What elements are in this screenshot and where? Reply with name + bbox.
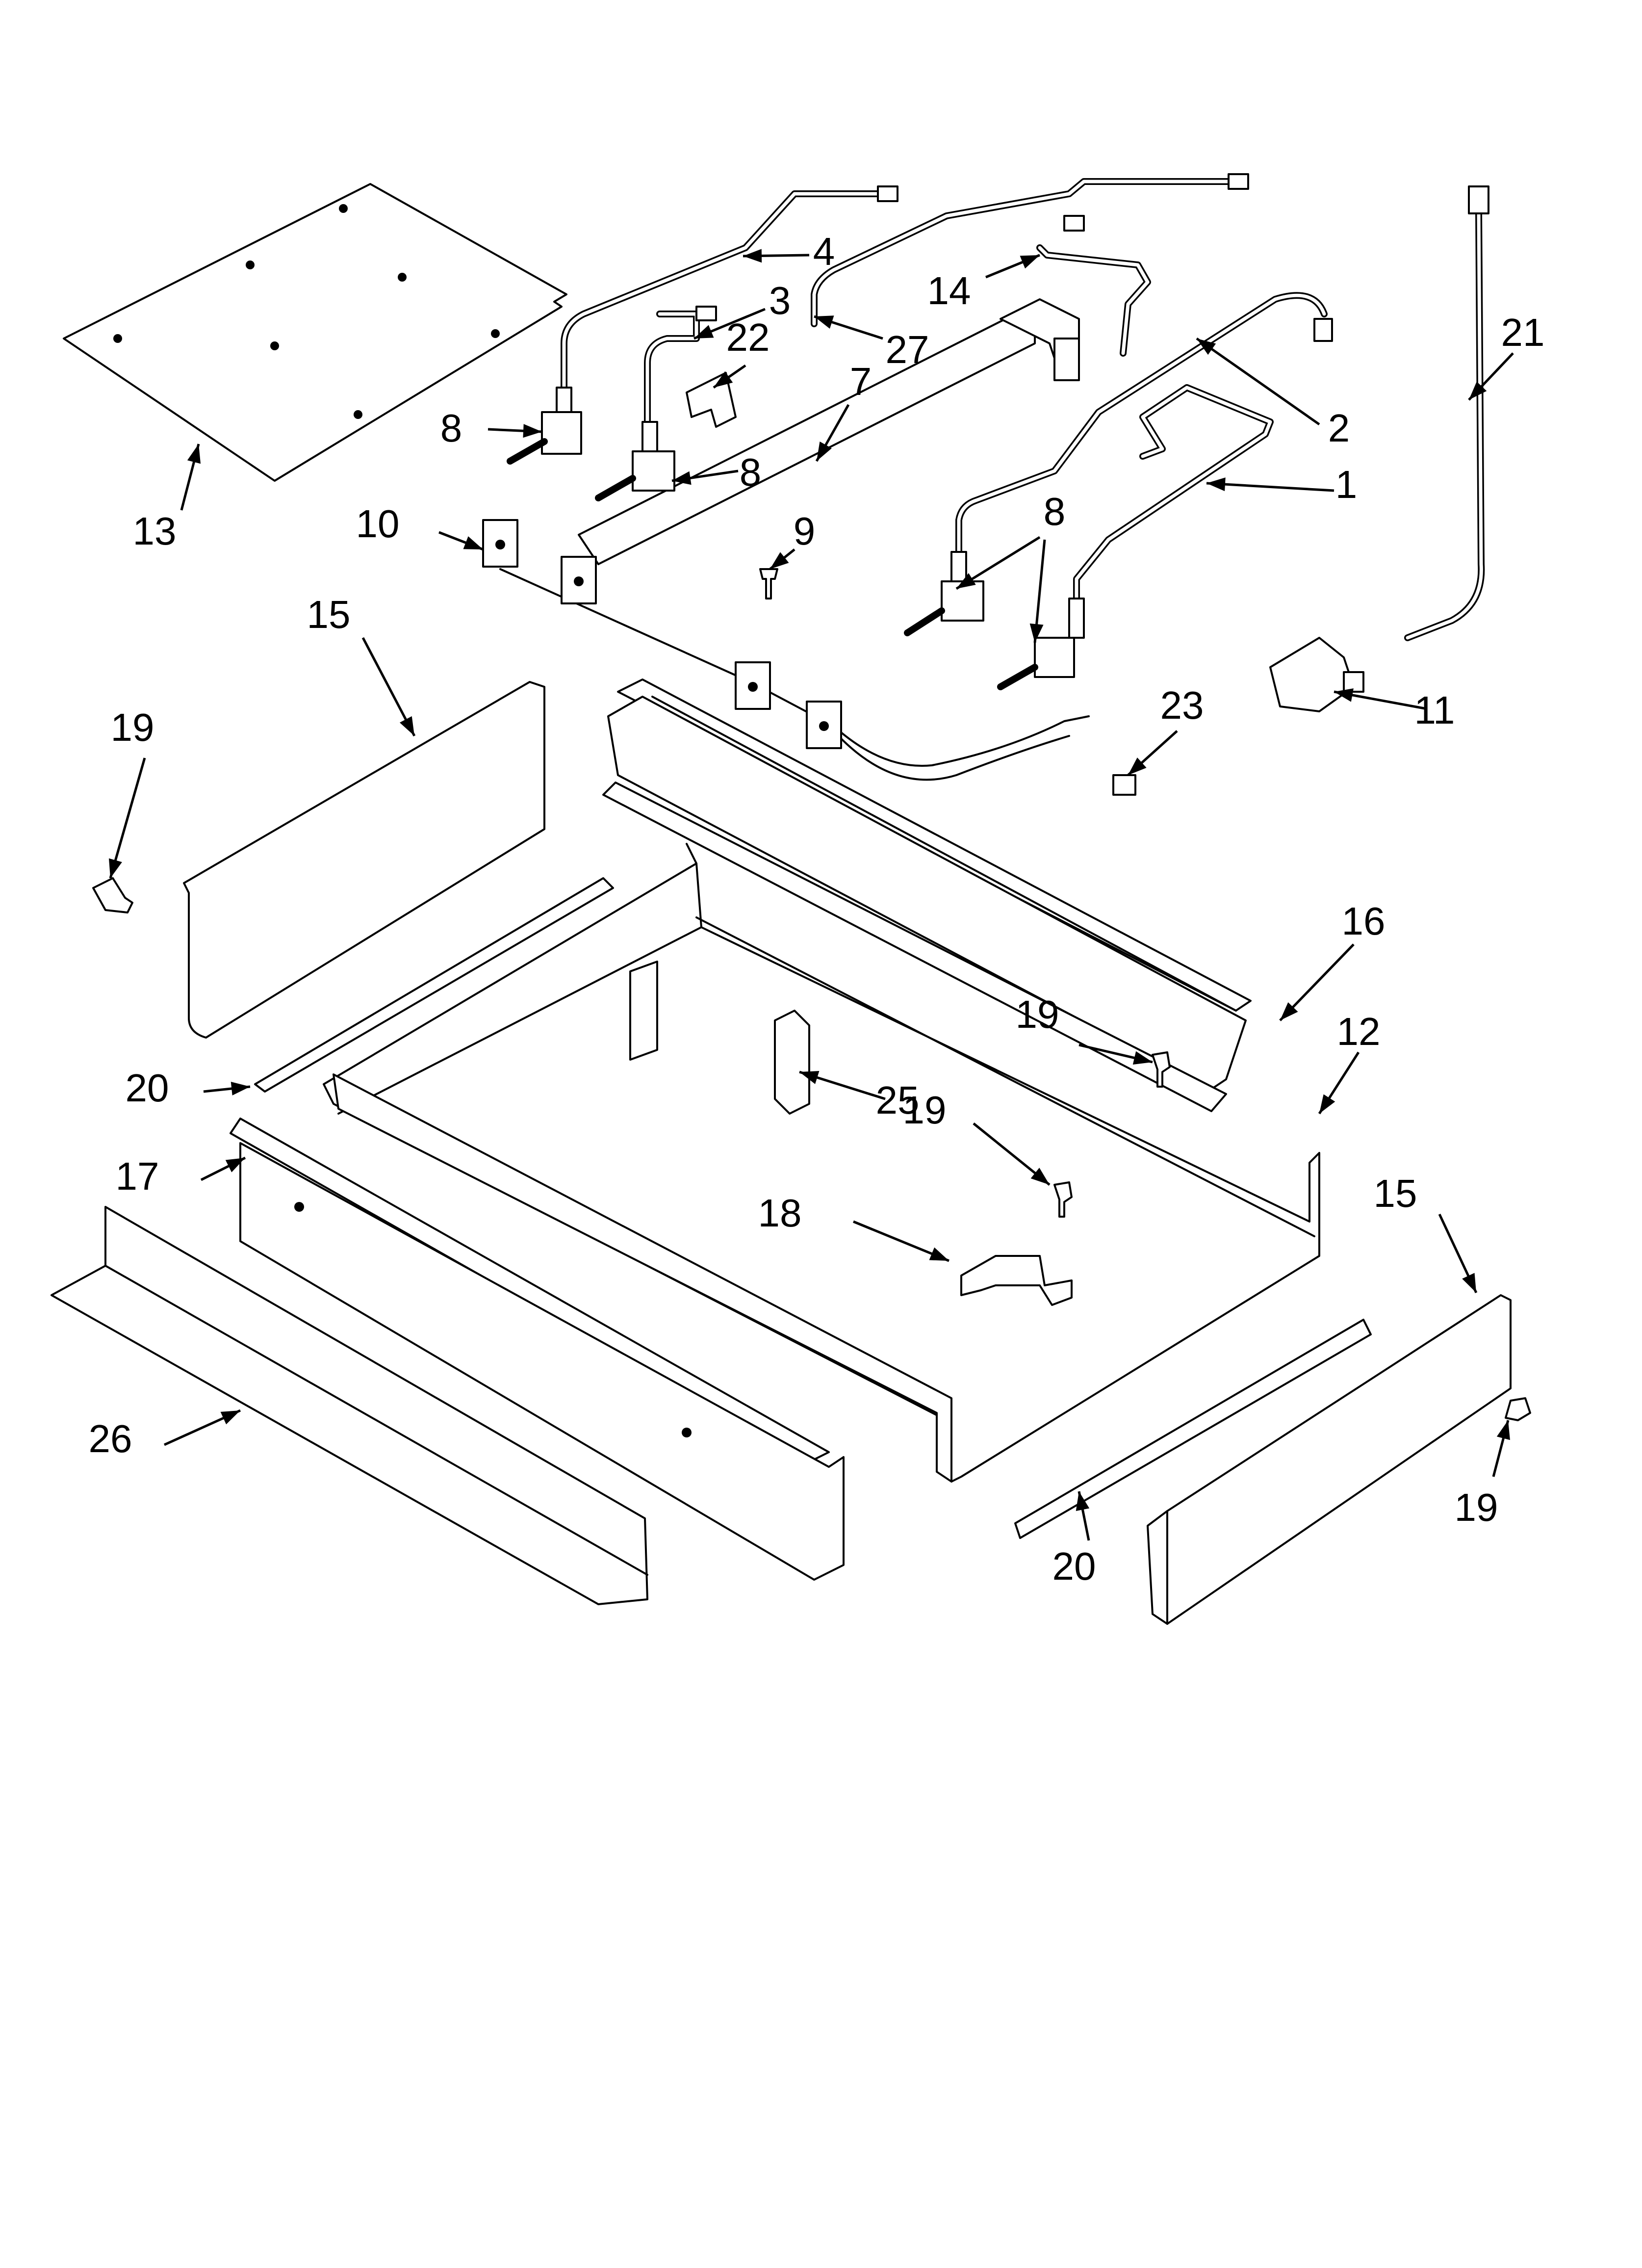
- callout-label-c8b: 8: [740, 450, 762, 494]
- arrowhead-c20b: [1076, 1491, 1090, 1512]
- leader-line-c1: [1206, 482, 1334, 492]
- callout-label-c27: 27: [886, 328, 929, 371]
- part-25-plate: [629, 961, 658, 1061]
- arrowhead-c16: [1280, 1002, 1298, 1020]
- part-17-front-rail: [230, 1118, 845, 1581]
- arrowhead-c9: [770, 552, 789, 569]
- callout-label-c12: 12: [1337, 1010, 1381, 1053]
- arrowhead-c1: [1206, 477, 1226, 492]
- callout-label-c15b: 15: [1374, 1172, 1417, 1215]
- callout-label-c19a: 19: [111, 705, 154, 749]
- part-9-screw: [759, 568, 778, 600]
- part-15-side-panels: [183, 681, 1512, 1625]
- callout-label-c9: 9: [794, 509, 816, 553]
- arrowhead-c12: [1319, 1094, 1335, 1114]
- arrowhead-c19c: [1030, 1168, 1050, 1185]
- arrowhead-c8a: [523, 424, 542, 438]
- arrowhead-c13: [187, 444, 201, 464]
- arrowhead-c27: [814, 315, 834, 329]
- callout-label-c2: 2: [1328, 406, 1350, 450]
- callout-label-c14: 14: [927, 269, 971, 313]
- arrowhead-c15b: [1462, 1273, 1476, 1293]
- callout-label-c4: 4: [813, 230, 835, 273]
- callout-label-c22: 22: [726, 315, 770, 359]
- callouts: 1234788889101112131415151617181919191920…: [89, 230, 1545, 1588]
- arrowhead-c23: [1128, 757, 1147, 775]
- callout-label-c11: 11: [1414, 688, 1455, 732]
- arrowhead-c21: [1469, 381, 1487, 400]
- part-23-fitting: [1112, 774, 1136, 796]
- arrowhead-c17: [225, 1158, 245, 1173]
- arrowhead-c4: [743, 249, 762, 263]
- callout-label-c25: 25: [876, 1078, 920, 1122]
- gas-tubes: [561, 173, 1489, 641]
- callout-label-c26: 26: [89, 1417, 132, 1460]
- callout-label-c17: 17: [116, 1154, 159, 1198]
- part-25-bracket: [774, 1010, 810, 1115]
- part-16-burner-box: [602, 678, 1252, 1112]
- part-10-switches: [482, 519, 1090, 781]
- arrowhead-c2: [1197, 339, 1216, 355]
- callout-label-c19c: 19: [903, 1088, 947, 1132]
- callout-label-c18: 18: [758, 1191, 802, 1235]
- part-19-screws: [92, 877, 1531, 1421]
- arrowhead-c22: [714, 371, 733, 388]
- callout-label-c20a: 20: [126, 1066, 169, 1110]
- callout-label-c20b: 20: [1052, 1544, 1096, 1588]
- callout-label-c7: 7: [850, 360, 872, 403]
- arrowhead-c8c: [956, 573, 976, 589]
- leader-line-c19a: [109, 757, 146, 879]
- leader-line-c2: [1196, 337, 1320, 426]
- callout-label-c8d: 8: [1044, 490, 1066, 533]
- part-12-chassis: [323, 843, 1320, 1483]
- arrowhead-c7: [817, 442, 832, 461]
- callout-label-c21: 21: [1501, 311, 1545, 354]
- callout-label-c8a: 8: [440, 406, 462, 450]
- callout-label-c3: 3: [769, 279, 791, 322]
- part-13-sheet: [63, 183, 567, 482]
- arrowhead-c19b: [1132, 1051, 1153, 1065]
- arrowhead-c8d: [1029, 623, 1044, 643]
- callout-label-c16: 16: [1342, 899, 1385, 943]
- arrowhead-c26: [220, 1410, 240, 1425]
- arrowhead-c11: [1334, 688, 1354, 702]
- part-20-strips: [254, 877, 1372, 1539]
- callout-label-c19b: 19: [1016, 992, 1059, 1036]
- arrowhead-c8b: [672, 471, 692, 485]
- callout-label-c19d: 19: [1455, 1486, 1498, 1529]
- arrowhead-c20a: [231, 1082, 250, 1095]
- callout-label-c23: 23: [1160, 683, 1204, 727]
- arrowhead-c10: [463, 536, 483, 549]
- part-26-angle-strip: [51, 1206, 648, 1605]
- part-11-regulator: [1269, 637, 1364, 712]
- arrowhead-c19d: [1496, 1420, 1510, 1440]
- arrowhead-c25: [799, 1071, 820, 1084]
- callout-label-c1: 1: [1335, 463, 1358, 506]
- callout-label-c15a: 15: [307, 593, 351, 636]
- callout-label-c13: 13: [133, 509, 177, 553]
- callout-label-c10: 10: [356, 502, 400, 546]
- part-18-bracket: [960, 1255, 1073, 1306]
- arrowhead-c14: [1020, 255, 1040, 269]
- arrowhead-c3: [694, 325, 714, 339]
- callout-label-c8c: 8: [1044, 490, 1066, 533]
- arrowhead-c19a: [108, 858, 122, 878]
- arrowhead-c18: [929, 1247, 949, 1261]
- arrowhead-c15a: [399, 716, 414, 736]
